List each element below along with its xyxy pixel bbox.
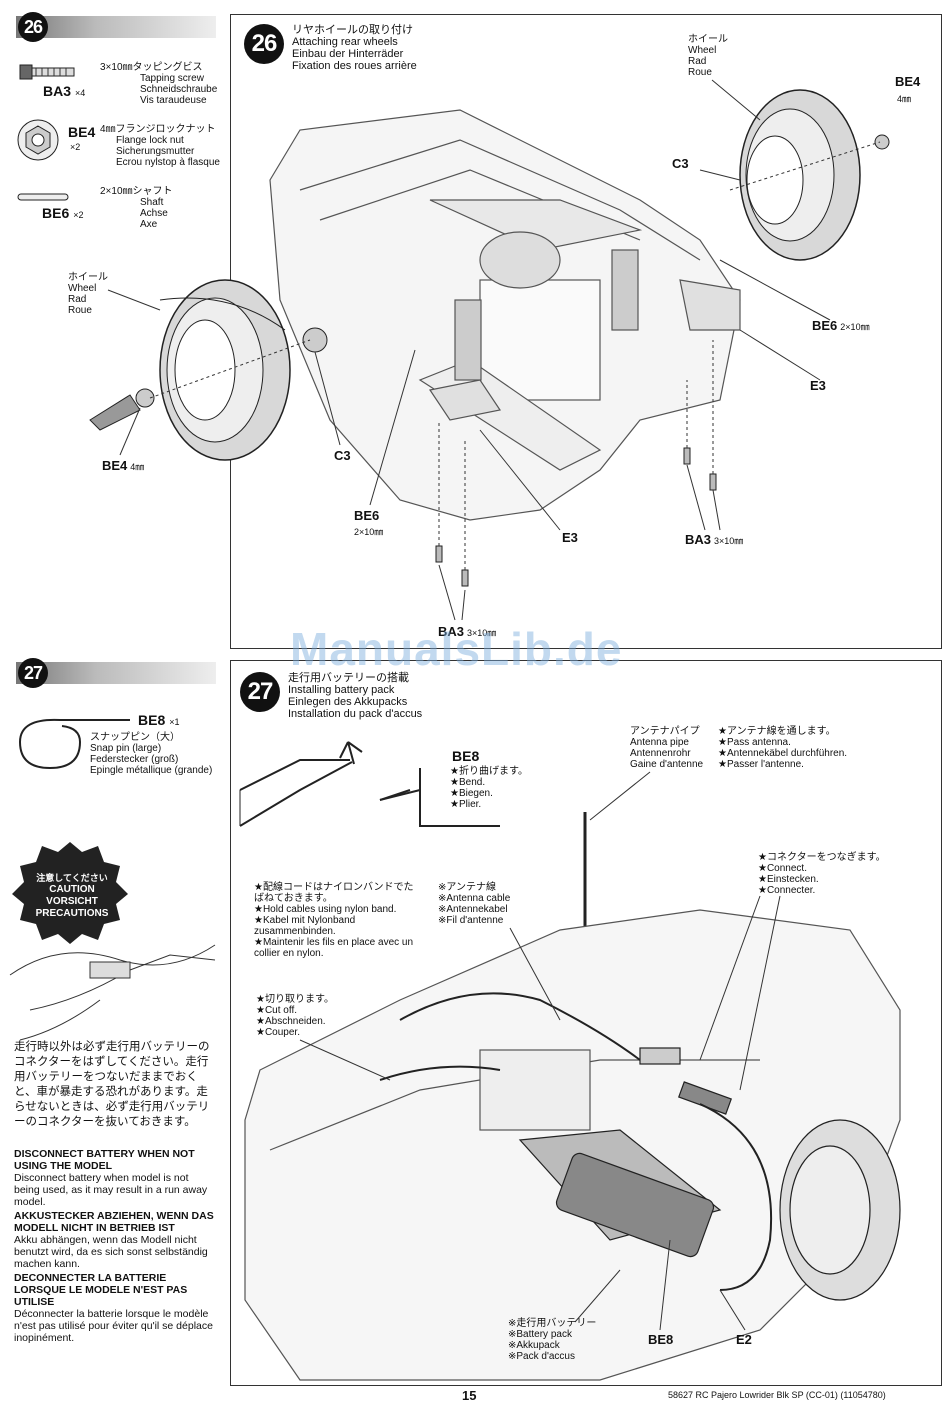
be8-code: BE8×1	[138, 712, 180, 728]
be4-qty: ×2	[70, 142, 81, 152]
bend-instructions: ★折り曲げます。 ★Bend. ★Biegen. ★Plier.	[450, 766, 528, 810]
be6-mid-callout: BE6	[354, 508, 380, 523]
e3-mid-callout: E3	[562, 530, 578, 545]
caution-multilang: DISCONNECT BATTERY WHEN NOT USING THE MO…	[14, 1148, 214, 1344]
pass-antenna-label: ★アンテナ線を通します。 ★Pass antenna. ★Antennekäbe…	[718, 726, 848, 770]
page-number: 15	[462, 1388, 477, 1403]
caution-badge-text: 注意してください CAUTION VORSICHT PRECAUTIONS	[35, 873, 109, 919]
e3-right-callout: E3	[810, 378, 826, 393]
be8-callout: BE8	[648, 1332, 674, 1347]
tapping-screw-icon	[19, 64, 75, 80]
bend-be8-code: BE8	[452, 748, 480, 764]
be6-code: BE6×2	[42, 205, 84, 221]
step27-badge-small: 27	[18, 658, 48, 688]
c3-top-callout: C3	[672, 156, 689, 171]
nylon-band-label: ★配線コードはナイロンバンドでたばねておきます。 ★Hold cables us…	[254, 882, 414, 959]
c3-left-callout: C3	[334, 448, 351, 463]
be4-description: 4㎜フランジロックナット Flange lock nut Sicherungsm…	[100, 124, 220, 168]
ba3-code: BA3×4	[43, 83, 86, 99]
be6-mid-size: 2×10㎜	[354, 527, 384, 537]
step26-badge: 26	[244, 24, 284, 64]
be4-right-size: 4㎜	[897, 94, 912, 104]
cut-off-label: ★切り取ります。 ★Cut off. ★Abschneiden. ★Couper…	[256, 994, 334, 1038]
be6-description: 2×10㎜シャフト Shaft Achse Axe	[100, 186, 173, 230]
antenna-cable-label: ※アンテナ線 ※Antenna cable ※Antennekabel ※Fil…	[438, 882, 511, 926]
product-code: 58627 RC Pajero Lowrider Blk SP (CC-01) …	[668, 1390, 886, 1400]
shaft-icon	[17, 193, 69, 201]
antenna-pipe-label: アンテナパイプ Antenna pipe Antennenrohr Gaine …	[630, 726, 704, 770]
be8-description: スナップピン（大） Snap pin (large) Federstecker …	[90, 732, 213, 776]
be4-right-callout: BE4	[895, 74, 921, 89]
step27-header-bar	[16, 662, 216, 684]
bent-pin-illustration	[379, 768, 500, 827]
ba3-description: 3×10㎜タッピングビス Tapping screw Schneidschrau…	[100, 62, 218, 106]
watermark: ManualsLib.de	[290, 623, 623, 675]
e2-callout: E2	[736, 1332, 752, 1347]
battery-plug-illustration	[9, 944, 216, 1041]
step27-panel	[230, 660, 942, 1386]
step26-header-bar	[16, 16, 216, 38]
caution-badge-icon	[12, 842, 128, 944]
step26-badge-small: 26	[18, 12, 48, 42]
flange-nut-icon	[17, 119, 59, 161]
snap-pin-icon	[18, 718, 130, 770]
battery-pack-label: ※走行用バッテリー ※Battery pack ※Akkupack ※Pack …	[508, 1318, 597, 1362]
right-wheel-label: ホイール Wheel Rad Roue	[688, 34, 728, 78]
step27-badge: 27	[240, 672, 280, 712]
be4-code: BE4	[68, 124, 96, 140]
pliers-illustration	[239, 741, 421, 827]
step27-title: 走行用バッテリーの搭載 Installing battery pack Einl…	[288, 672, 423, 720]
connect-label: ★コネクターをつなぎます。 ★Connect. ★Einstecken. ★Co…	[758, 852, 886, 896]
left-wheel-drawing	[159, 279, 291, 461]
chassis27-drawing	[244, 909, 901, 1381]
right-wheel-drawing	[739, 89, 861, 261]
left-wheel-label: ホイール Wheel Rad Roue	[68, 272, 108, 316]
caution-japanese: 走行時以外は必ず走行用バッテリーのコネクターをはずしてください。走行用バッテリー…	[14, 1041, 210, 1128]
step26-title: リヤホイールの取り付け Attaching rear wheels Einbau…	[292, 24, 417, 72]
chassis-drawing	[269, 109, 741, 521]
